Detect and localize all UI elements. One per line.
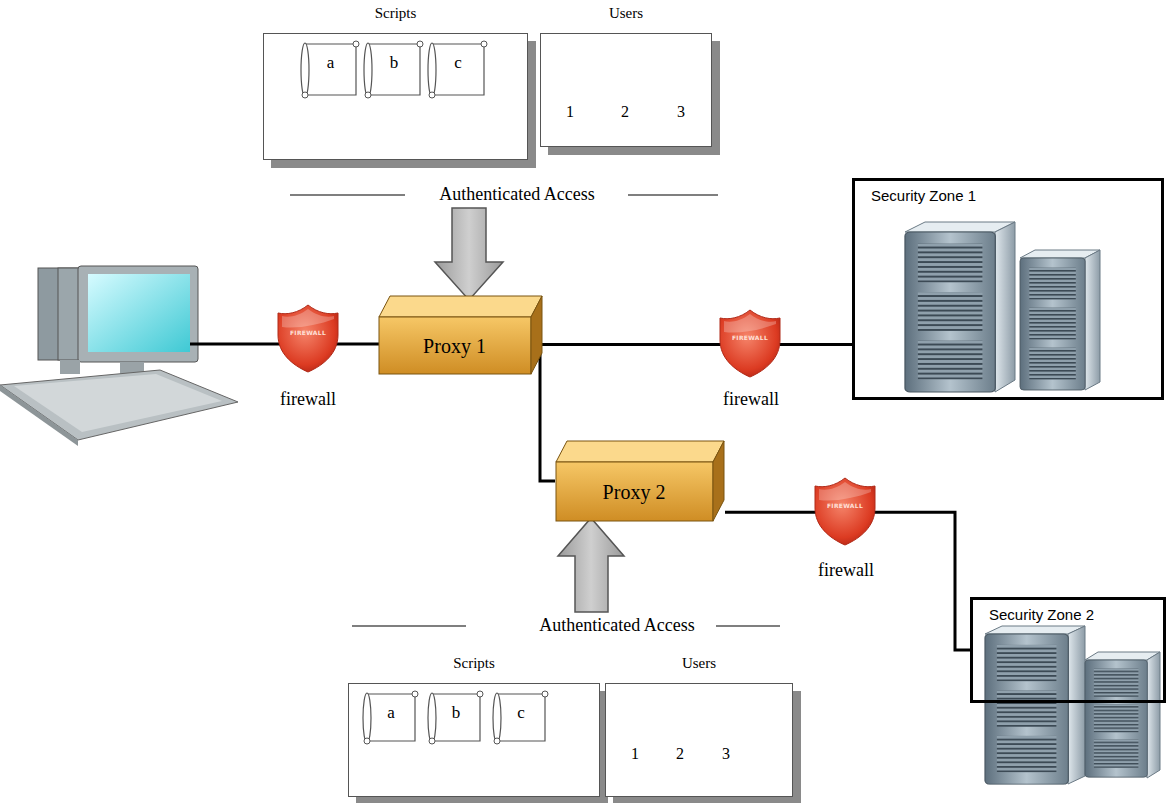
script-letter: c bbox=[491, 703, 551, 723]
user-number: 2 bbox=[621, 103, 629, 121]
script-letter: a bbox=[299, 53, 362, 73]
firewall-shield bbox=[720, 310, 780, 377]
user-number: 3 bbox=[722, 745, 730, 763]
script-scroll: b bbox=[426, 689, 486, 747]
firewall-shield bbox=[815, 478, 875, 545]
scroll-curl bbox=[353, 41, 359, 47]
proxy-top bbox=[379, 296, 542, 317]
script-scroll: c bbox=[426, 39, 490, 101]
rule-line bbox=[628, 194, 718, 195]
panel-box: Users bbox=[605, 683, 793, 797]
scroll-curl bbox=[429, 92, 435, 98]
section-label: Authenticated Access bbox=[436, 184, 597, 205]
security-zone: Security Zone 1 bbox=[852, 178, 1164, 400]
panel-heading: Users bbox=[541, 5, 711, 22]
scroll-curl bbox=[417, 41, 423, 47]
network-connector bbox=[540, 345, 555, 481]
access-arrow bbox=[435, 208, 503, 300]
proxy-front bbox=[379, 317, 531, 374]
panel-box: Scriptsabc bbox=[348, 683, 600, 797]
script-scroll: c bbox=[491, 689, 551, 747]
scroll-curl bbox=[412, 691, 418, 697]
scroll-curl bbox=[542, 691, 548, 697]
scroll-roll bbox=[493, 693, 501, 743]
section-label: Authenticated Access bbox=[536, 615, 697, 636]
scroll-curl bbox=[429, 738, 435, 744]
workstation-illustration bbox=[0, 266, 238, 446]
shield-text: FIREWALL bbox=[732, 334, 768, 341]
firewall-shield bbox=[278, 305, 338, 372]
scroll-curl bbox=[364, 738, 370, 744]
rule-line bbox=[290, 194, 405, 195]
proxy-label: Proxy 2 bbox=[555, 462, 713, 522]
proxy-top bbox=[556, 441, 724, 462]
scroll-roll bbox=[364, 43, 372, 97]
script-scroll: a bbox=[299, 39, 362, 101]
panel-heading: Scripts bbox=[349, 655, 599, 672]
script-letter: c bbox=[426, 53, 490, 73]
scroll-roll bbox=[428, 43, 436, 97]
firewall-label: firewall bbox=[280, 389, 336, 410]
script-letter: b bbox=[362, 53, 426, 73]
user-number: 2 bbox=[676, 745, 684, 763]
scroll-curl bbox=[481, 41, 487, 47]
firewall-label: firewall bbox=[818, 560, 874, 581]
zone-label: Security Zone 2 bbox=[989, 606, 1094, 623]
zone-label: Security Zone 1 bbox=[871, 187, 976, 204]
user-number: 1 bbox=[631, 745, 639, 763]
scroll-roll bbox=[301, 43, 309, 97]
security-zone: Security Zone 2 bbox=[970, 597, 1166, 703]
scroll-curl bbox=[365, 92, 371, 98]
network-connector bbox=[543, 343, 852, 346]
script-letter: a bbox=[361, 703, 421, 723]
panel-heading: Users bbox=[606, 655, 792, 672]
proxy-box: Proxy 2 bbox=[555, 440, 725, 522]
script-letter: b bbox=[426, 703, 486, 723]
server-illustration bbox=[905, 222, 1100, 392]
script-scroll: a bbox=[361, 689, 421, 747]
access-arrow bbox=[558, 518, 624, 612]
scroll-curl bbox=[302, 92, 308, 98]
panel-box: Scriptsabc bbox=[263, 33, 528, 160]
user-number: 3 bbox=[677, 103, 685, 121]
proxy-box: Proxy 1 bbox=[378, 295, 543, 375]
scroll-roll bbox=[428, 693, 436, 743]
user-number: 1 bbox=[566, 103, 574, 121]
rule-line bbox=[716, 625, 780, 626]
rule-line bbox=[352, 625, 466, 626]
firewall-label: firewall bbox=[723, 389, 779, 410]
scroll-roll bbox=[363, 693, 371, 743]
server-illustration bbox=[985, 626, 1160, 784]
scroll-curl bbox=[477, 691, 483, 697]
proxy-side bbox=[713, 441, 724, 521]
scroll-curl bbox=[494, 738, 500, 744]
panel-box: Users bbox=[540, 33, 712, 147]
shield-text: FIREWALL bbox=[827, 502, 863, 509]
proxy-side bbox=[531, 296, 542, 374]
shield-text: FIREWALL bbox=[290, 329, 326, 336]
panel-heading: Scripts bbox=[264, 5, 527, 22]
proxy-label: Proxy 1 bbox=[378, 317, 531, 375]
proxy-front bbox=[556, 462, 713, 521]
script-scroll: b bbox=[362, 39, 426, 101]
